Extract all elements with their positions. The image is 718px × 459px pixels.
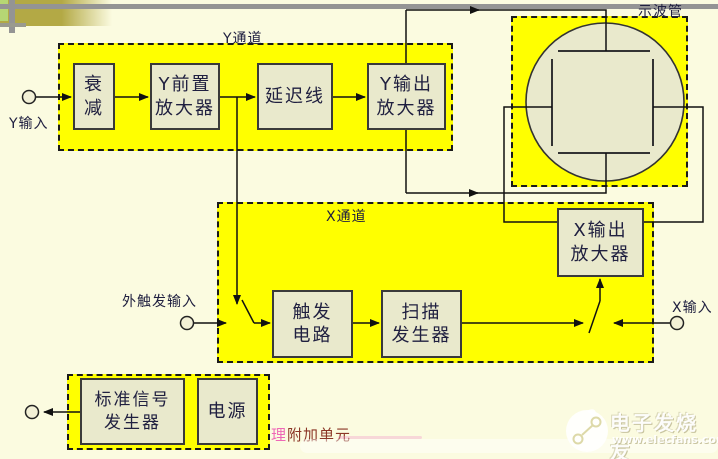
deco-gray-vertical-bar <box>9 0 15 33</box>
block-power-supply-label: 电源 <box>207 400 248 422</box>
block-trigger-circuit-label: 触发 电路 <box>292 301 333 346</box>
watermark-brand: 电子发烧友 <box>610 411 698 459</box>
block-delay-line-label: 延迟线 <box>265 85 325 107</box>
deco-green-square <box>0 0 8 21</box>
terminal-ext-trigger-input <box>179 315 195 331</box>
footnote-extra-unit: 理附加单元 <box>271 424 351 445</box>
deco-gray-strip <box>0 23 26 27</box>
label-ext-trigger-input: 外触发输入 <box>122 294 197 310</box>
block-standard-signal-generator-label: 标准信号 发生器 <box>94 390 171 433</box>
watermark-url: www.elecfans.com <box>612 433 718 446</box>
elecfans-logo-icon <box>566 409 608 452</box>
footnote-prefix: 理 <box>271 426 288 444</box>
watermark-band <box>300 439 718 453</box>
terminal-y-input <box>21 89 37 105</box>
block-trigger-circuit: 触发 电路 <box>272 290 353 358</box>
crt-box <box>511 16 688 187</box>
block-y-preamp: Y前置 放大器 <box>150 63 220 130</box>
block-y-output-amplifier-label: Y输出 放大器 <box>376 74 437 119</box>
terminal-x-input <box>669 315 685 331</box>
label-y-channel: Y通道 <box>223 31 263 47</box>
label-crt: 示波管 <box>638 4 683 20</box>
block-y-output-amplifier: Y输出 放大器 <box>367 63 446 130</box>
block-power-supply: 电源 <box>197 378 258 445</box>
block-standard-signal-generator: 标准信号 发生器 <box>80 378 185 445</box>
block-x-output-amplifier-label: X输出 放大器 <box>570 220 631 265</box>
footnote-pink-marks <box>338 436 422 439</box>
watermark: 电子发烧友 www.elecfans.com <box>560 401 718 459</box>
block-attenuator: 衰 减 <box>73 63 115 130</box>
block-y-preamp-label: Y前置 放大器 <box>155 74 215 119</box>
block-sweep-generator: 扫描 发生器 <box>381 290 462 358</box>
block-x-output-amplifier: X输出 放大器 <box>557 208 644 277</box>
block-sweep-generator-label: 扫描 发生器 <box>391 301 452 346</box>
terminal-cal-output <box>24 404 40 420</box>
deco-gray-horizontal-line <box>0 4 718 9</box>
block-attenuator-label: 衰 减 <box>84 74 104 119</box>
label-x-input: X输入 <box>672 300 713 316</box>
label-x-channel: X通道 <box>326 209 367 225</box>
label-y-input: Y输入 <box>9 116 49 132</box>
block-delay-line: 延迟线 <box>257 63 333 130</box>
footnote-text: 附加单元 <box>287 426 352 444</box>
